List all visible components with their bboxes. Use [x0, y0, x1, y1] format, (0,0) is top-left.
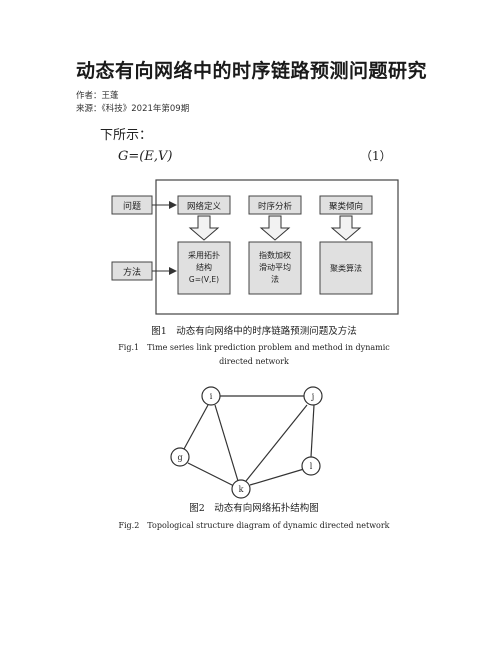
article-author: 作者：王蓬 [76, 91, 119, 101]
problem-box-network [177, 195, 231, 215]
node-j-label: j [311, 392, 314, 401]
row-label-method: 方法 [123, 266, 141, 278]
method-ewma-line3: 法 [271, 274, 279, 284]
method-outer-frame [155, 179, 399, 315]
node-i [201, 386, 221, 406]
node-k [231, 479, 251, 499]
problem-box-time [248, 195, 302, 215]
node-l [301, 456, 321, 476]
edge-k-l [249, 468, 305, 486]
equation-number: （1） [360, 149, 392, 163]
method-topology-line3: G=(V,E) [189, 275, 219, 284]
scanned-page-image: 下所示： G=(E,V) （1） 问题 方法 网络定义 时序分析 聚类倾向 [98, 124, 410, 540]
node-g [170, 447, 190, 467]
edge-i-k [214, 404, 239, 482]
graph-nodes: i j g l k [170, 386, 323, 499]
edge-i-g [183, 404, 209, 450]
method-topology-line1: 采用拓扑 [188, 250, 220, 260]
node-i-label: i [210, 392, 213, 401]
article-title: 动态有向网络中的时序链路预测问题研究 [76, 60, 428, 82]
node-j [303, 386, 323, 406]
block-arrow-3 [330, 215, 362, 241]
figure-2-caption-en: Fig.2 Topological structure diagram of d… [118, 521, 389, 530]
edge-g-k [187, 462, 235, 487]
node-k-label: k [239, 485, 244, 494]
block-arrow-2 [259, 215, 291, 241]
problem-box-cluster [319, 195, 373, 215]
figure-1-caption-en-line2: directed network [219, 357, 289, 366]
method-box-ewma [248, 241, 302, 295]
problem-label-time: 时序分析 [258, 201, 293, 212]
block-arrow-1 [188, 215, 220, 241]
node-g-label: g [177, 453, 182, 462]
problem-label-cluster: 聚类倾向 [329, 201, 363, 212]
figure-1-diagram: 问题 方法 网络定义 时序分析 聚类倾向 采用拓扑 结构 G=(V,E) 指数加… [111, 179, 399, 315]
node-l-label: l [310, 462, 313, 471]
article-source: 来源：《科技》2021年第09期 [76, 104, 190, 114]
edge-j-k [245, 404, 308, 482]
intro-text: 下所示： [100, 128, 152, 143]
edge-j-l [310, 404, 315, 458]
method-topology-line2: 结构 [196, 262, 212, 272]
figure-2-caption-cn: 图2 动态有向网络拓扑结构图 [189, 502, 319, 514]
method-ewma-line1: 指数加权 [259, 250, 291, 260]
method-box-topology [177, 241, 231, 295]
row-label-problem: 问题 [123, 200, 141, 212]
equation: G=(E,V) [118, 149, 172, 164]
figure-1-caption-cn: 图1 动态有向网络中的时序链路预测问题及方法 [151, 325, 357, 337]
figure-1-caption-en-line1: Fig.1 Time series link prediction proble… [118, 343, 390, 352]
scanned-figures: 下所示： G=(E,V) （1） 问题 方法 网络定义 时序分析 聚类倾向 [100, 128, 399, 530]
method-cluster-line1: 聚类算法 [330, 263, 362, 273]
method-ewma-line2: 滑动平均 [259, 262, 291, 272]
figure-2-graph [183, 395, 315, 487]
method-box-cluster [319, 241, 373, 295]
problem-label-network: 网络定义 [187, 201, 222, 212]
